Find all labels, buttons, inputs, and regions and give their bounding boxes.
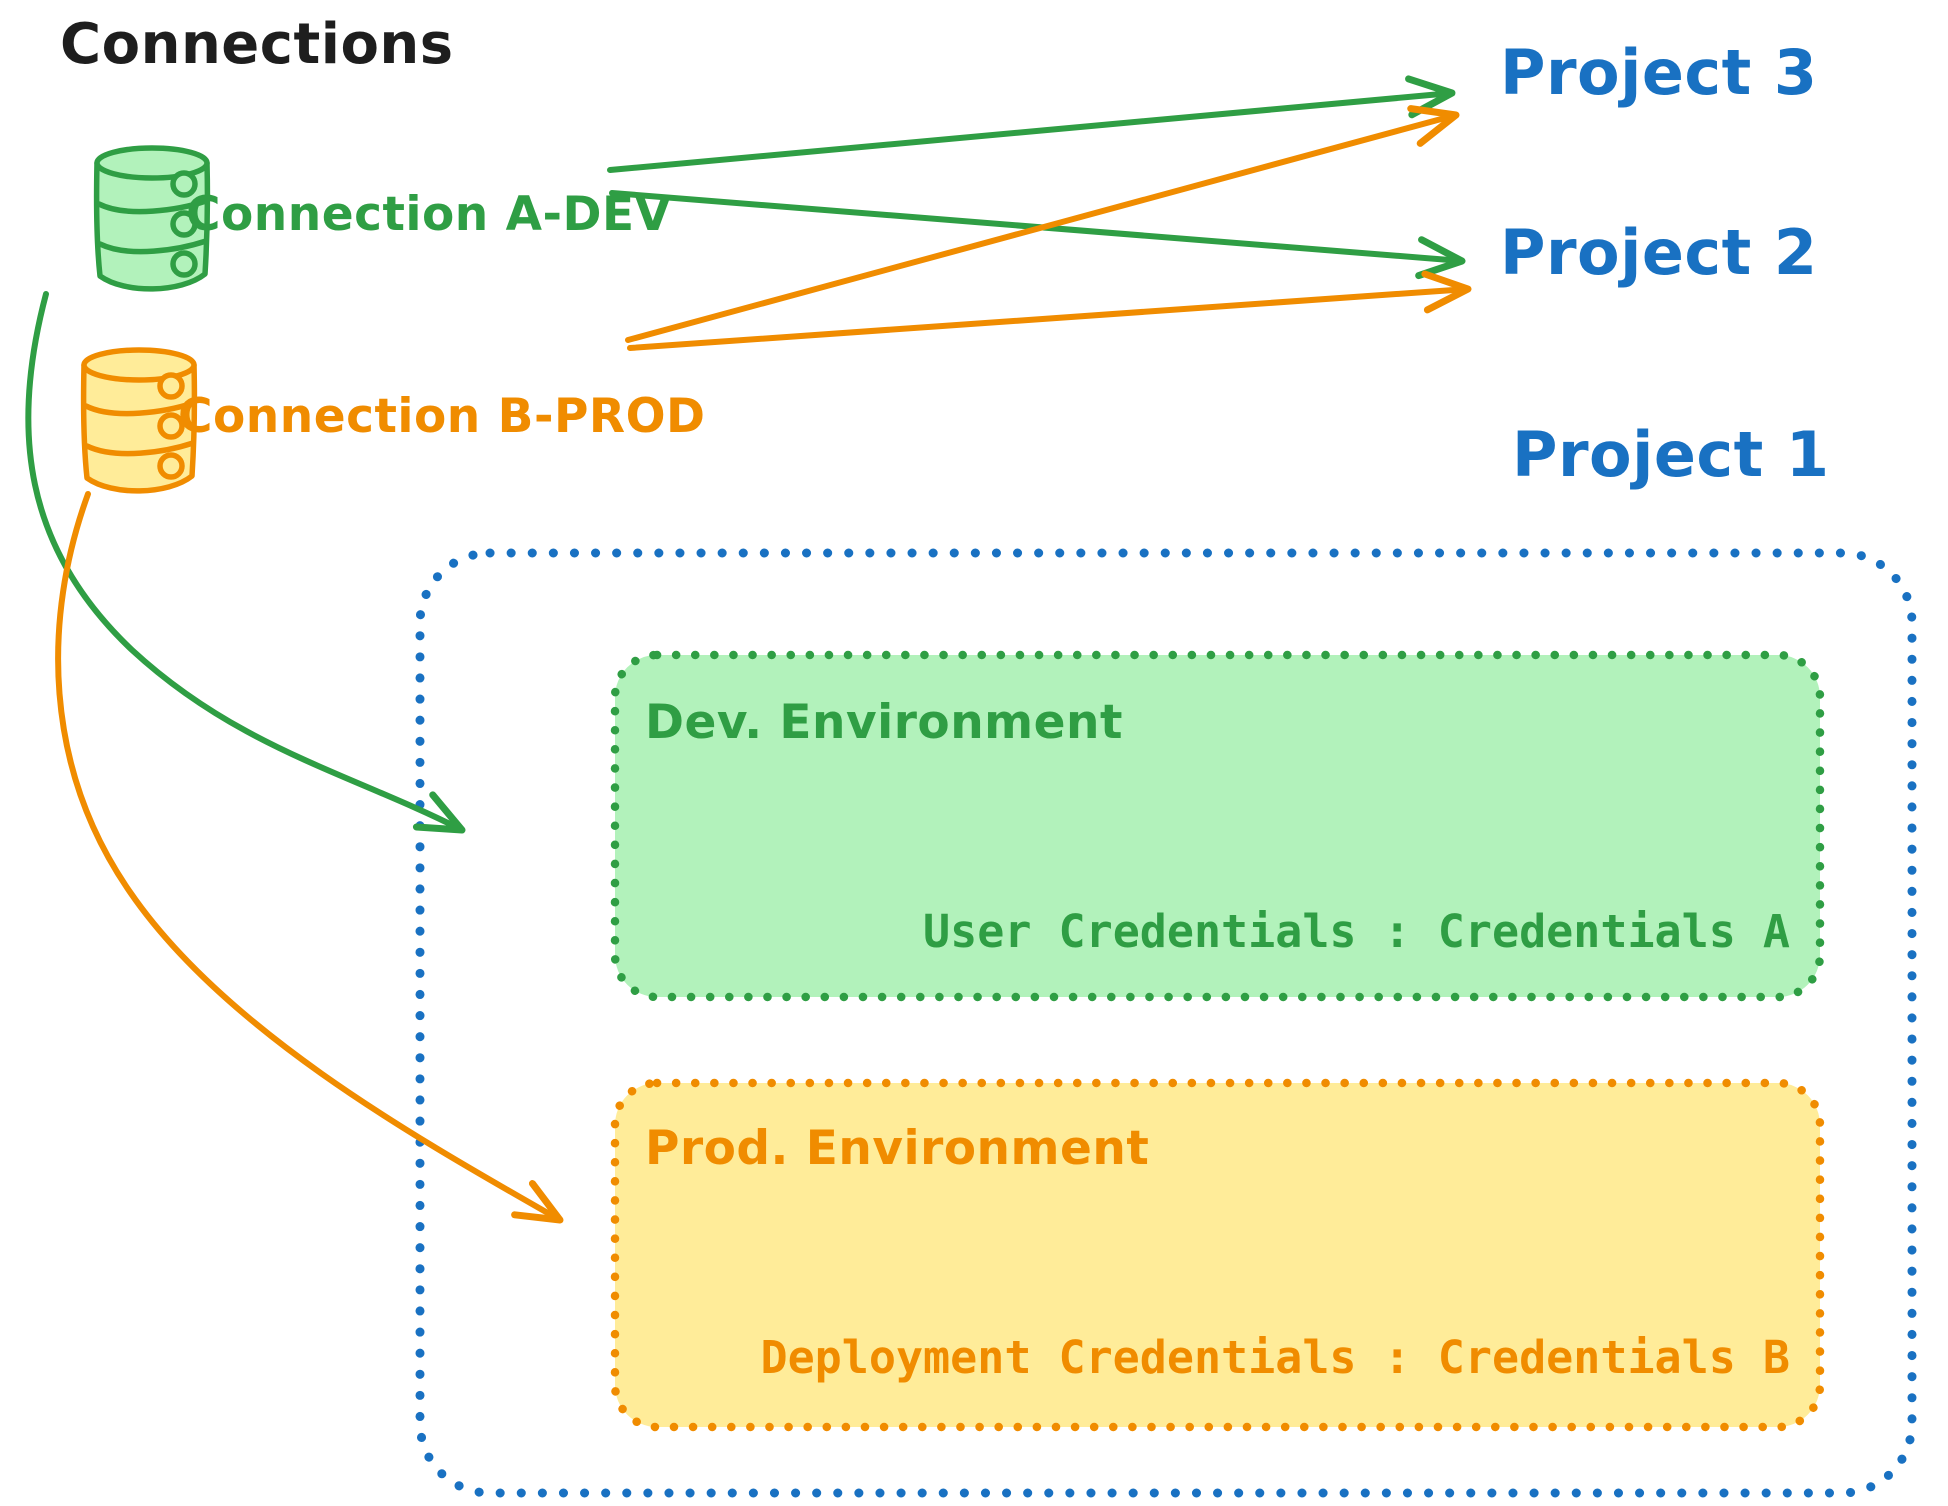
prod-environment-box — [610, 1078, 1825, 1432]
database-led — [170, 250, 198, 278]
project-1-label: Project 1 — [1512, 418, 1830, 491]
connections-title: Connections — [60, 12, 454, 77]
database-led — [170, 170, 198, 198]
connection-b-prod-label: Connection B-PROD — [178, 389, 706, 444]
prod-environment-title: Prod. Environment — [645, 1121, 1150, 1176]
dev-environment-box — [610, 650, 1825, 1002]
database-icon-a-dev — [93, 145, 211, 292]
arrow-b-prod-to-prod-environment — [55, 491, 564, 1224]
database-divider — [97, 238, 209, 255]
prod-environment-credentials: Deployment Credentials : Credentials B — [760, 1331, 1790, 1384]
database-top — [94, 145, 210, 181]
database-icon-b-prod — [80, 347, 198, 494]
dev-environment-credentials: User Credentials : Credentials A — [923, 905, 1790, 958]
project-2-label: Project 2 — [1500, 216, 1818, 289]
database-divider — [83, 400, 196, 417]
dev-environment-title: Dev. Environment — [645, 695, 1123, 750]
database-led — [157, 452, 185, 480]
project-3-label: Project 3 — [1500, 36, 1818, 109]
connection-a-dev-label: Connection A-DEV — [186, 187, 672, 242]
arrow-b-prod-to-project-3 — [625, 105, 1460, 343]
database-divider — [96, 198, 209, 215]
database-led — [157, 372, 185, 400]
arrow-a-dev-to-project-3 — [607, 75, 1456, 173]
project-1-container-box — [415, 548, 1917, 1498]
arrow-b-prod-to-project-2 — [627, 270, 1472, 351]
database-top — [81, 347, 197, 383]
database-divider — [84, 440, 196, 457]
arrow-a-dev-to-dev-environment — [25, 291, 466, 834]
database-led — [157, 412, 185, 440]
database-led — [170, 210, 198, 238]
